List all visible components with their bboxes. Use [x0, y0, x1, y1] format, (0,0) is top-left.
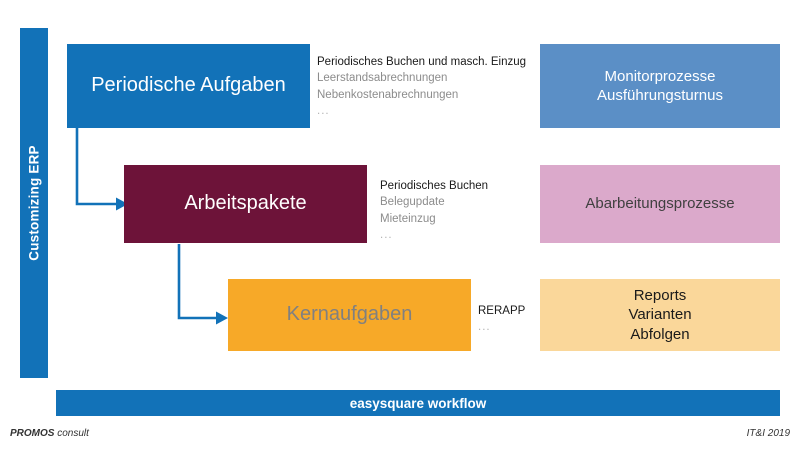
box-reports-line-2: Abfolgen [630, 325, 690, 343]
footer-left: PROMOS consult [10, 428, 89, 439]
footer-brand-suffix: consult [54, 428, 89, 439]
annotation-2-ellipsis: ... [380, 228, 393, 241]
box-monitorprozesse: Monitorprozesse Ausführungsturnus [540, 44, 780, 128]
customizing-erp-bar: Customizing ERP [20, 28, 48, 378]
annotation-periodische-aufgaben: Periodisches Buchen und masch. Einzug Le… [317, 54, 526, 119]
box-monitorprozesse-line-0: Monitorprozesse [604, 67, 716, 85]
annotation-2-lead: Periodisches Buchen [380, 180, 489, 192]
box-arbeitspakete: Arbeitspakete [124, 165, 367, 243]
annotation-arbeitspakete: Periodisches Buchen Belegupdate Mieteinz… [380, 178, 488, 243]
footer-brand: PROMOS [10, 428, 55, 439]
annotation-1-ellipsis: ... [317, 104, 330, 117]
box-kernaufgaben: Kernaufgaben [228, 279, 471, 351]
box-monitorprozesse-line-1: Ausführungsturnus [597, 87, 723, 104]
easysquare-workflow-label: easysquare workflow [349, 395, 487, 411]
annotation-1-item-0: Leerstandsabrechnungen [317, 72, 448, 85]
box-reports-line-0: Reports [633, 287, 687, 305]
customizing-erp-label: Customizing ERP [26, 145, 42, 261]
annotation-2-item-1: Mieteinzug [380, 212, 436, 225]
footer-right: IT&I 2019 [746, 428, 790, 439]
annotation-2-item-0: Belegupdate [380, 196, 445, 209]
box-reports-line-1: Varianten [628, 306, 692, 324]
box-arbeitspakete-label: Arbeitspakete [184, 192, 307, 215]
annotation-3-lead: RERAPP [478, 305, 526, 317]
box-periodische-aufgaben: Periodische Aufgaben [67, 44, 310, 128]
box-periodische-aufgaben-label: Periodische Aufgaben [91, 74, 286, 97]
annotation-1-lead: Periodisches Buchen und masch. Einzug [317, 56, 527, 68]
box-reports: Reports Varianten Abfolgen [540, 279, 780, 351]
box-abarbeitungsprozesse-line-0: Abarbeitungsprozesse [585, 195, 735, 213]
annotation-kernaufgaben: RERAPP ... [478, 303, 525, 336]
annotation-3-ellipsis: ... [478, 321, 491, 334]
box-abarbeitungsprozesse: Abarbeitungsprozesse [540, 165, 780, 243]
annotation-1-item-1: Nebenkostenabrechnungen [317, 88, 459, 101]
box-kernaufgaben-label: Kernaufgaben [286, 303, 413, 326]
easysquare-workflow-bar: easysquare workflow [56, 390, 780, 416]
